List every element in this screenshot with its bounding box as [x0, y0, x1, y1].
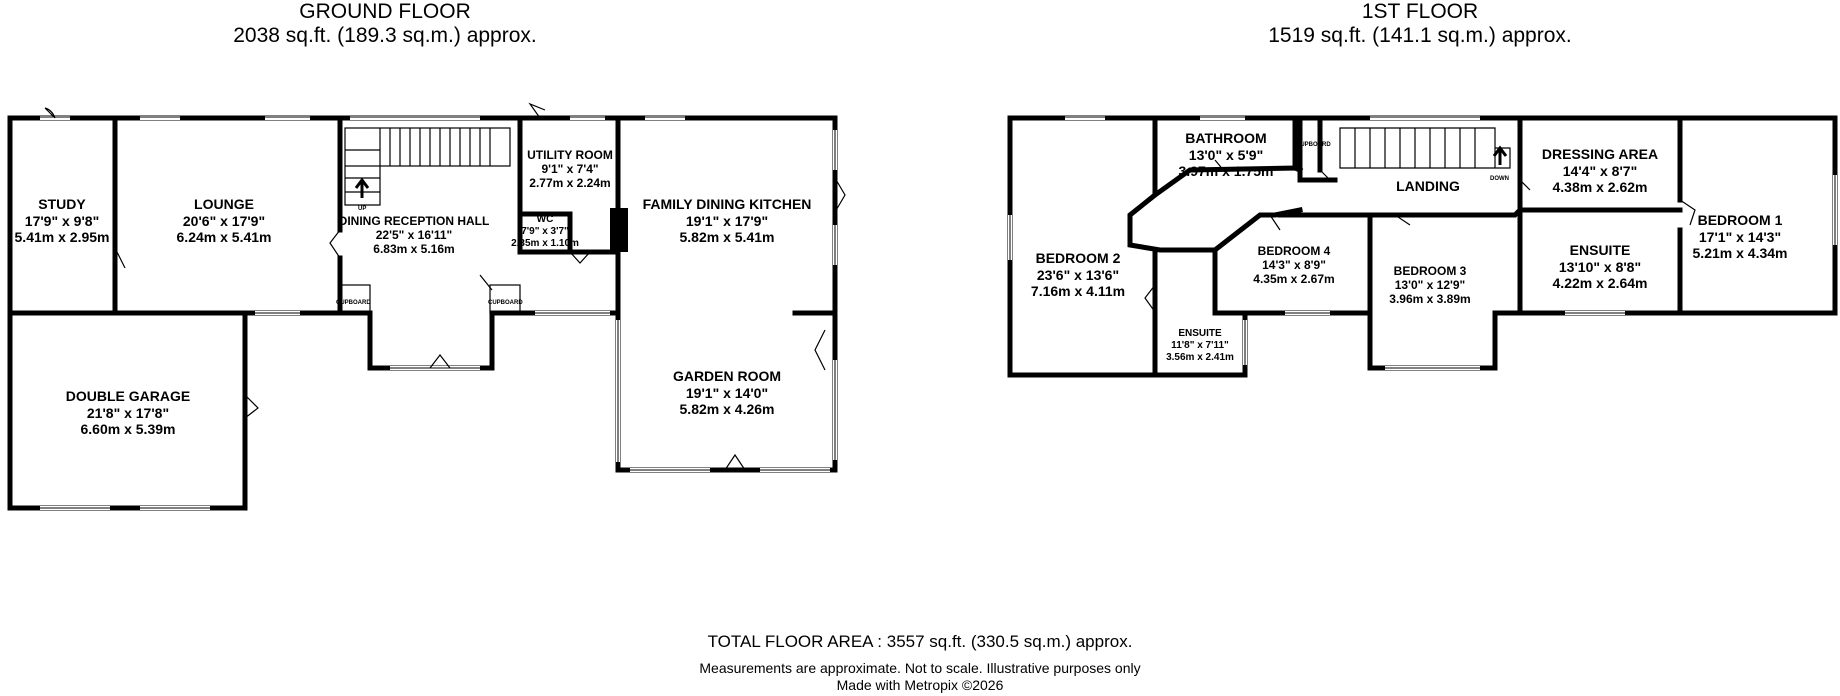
room-imperial: 17'9" x 9'8"	[24, 212, 100, 229]
room-imperial: 13'10" x 8'8"	[1558, 258, 1642, 275]
tag-down: DOWN	[1490, 176, 1509, 182]
room-name: BATHROOM	[1185, 130, 1267, 146]
room-imperial: 19'1" x 17'9"	[685, 212, 769, 229]
first-outer-walls	[1007, 115, 1838, 378]
room-imperial: 14'4" x 8'7"	[1562, 162, 1638, 179]
cupboard-left	[339, 284, 371, 314]
room-bedroom2: BEDROOM 2 23'6" x 13'6" 7.16m x 4.11m	[1031, 250, 1125, 300]
room-metric: 5.82m x 4.26m	[679, 401, 775, 418]
room-metric: 3.56m x 2.41m	[1166, 351, 1234, 363]
footer-notes: Measurements are approximate. Not to sca…	[0, 660, 1840, 694]
room-imperial: 21'8" x 17'8"	[86, 404, 170, 421]
tag-cupboard-right: CUPBOARD	[488, 300, 523, 306]
room-metric: 3.97m x 1.75m	[1178, 163, 1274, 180]
ground-floor-plan	[7, 102, 846, 511]
room-lounge: LOUNGE 20'6" x 17'9" 6.24m x 5.41m	[177, 196, 272, 246]
first-doors	[1144, 159, 1696, 313]
room-metric: 6.60m x 5.39m	[80, 421, 176, 438]
room-study: STUDY 17'9" x 9'8" 5.41m x 2.95m	[15, 196, 110, 246]
room-name: WC	[536, 214, 554, 225]
room-bedroom3: BEDROOM 3 13'0" x 12'9" 3.96m x 3.89m	[1389, 264, 1470, 306]
room-name: GARDEN ROOM	[672, 368, 782, 384]
room-bathroom: BATHROOM 13'0" x 5'9" 3.97m x 1.75m	[1179, 130, 1274, 180]
room-imperial: 13'0" x 5'9"	[1188, 146, 1264, 163]
room-name: ENSUITE	[1569, 242, 1631, 258]
measurement-note: Measurements are approximate. Not to sca…	[699, 660, 1141, 676]
room-imperial: 19'1" x 14'0"	[685, 384, 769, 401]
first-interior-walls	[1127, 115, 1683, 378]
total-floor-area: TOTAL FLOOR AREA : 3557 sq.ft. (330.5 sq…	[707, 632, 1133, 651]
room-name: DINING RECEPTION HALL	[338, 214, 490, 228]
ground-floor-area: 2038 sq.ft. (189.3 sq.m.) approx.	[233, 24, 537, 47]
room-metric: 4.38m x 2.62m	[1552, 179, 1648, 196]
footer: TOTAL FLOOR AREA : 3557 sq.ft. (330.5 sq…	[0, 632, 1840, 658]
room-imperial: 23'6" x 13'6"	[1036, 266, 1120, 283]
room-ensuite-2: ENSUITE 11'8" x 7'11" 3.56m x 2.41m	[1166, 328, 1234, 363]
tag-cupboard: CUPBOARD	[1296, 142, 1331, 148]
room-name: DOUBLE GARAGE	[65, 388, 191, 404]
room-metric: 5.21m x 4.34m	[1692, 245, 1788, 262]
room-imperial: 17'1" x 14'3"	[1698, 228, 1782, 245]
made-with-note: Made with Metropix ©2026	[836, 677, 1004, 693]
first-floor-header: 1ST FLOOR 1519 sq.ft. (141.1 sq.m.) appr…	[1210, 0, 1630, 48]
room-name: BEDROOM 1	[1697, 212, 1783, 228]
first-staircase	[1339, 127, 1511, 169]
room-imperial: 22'5" x 16'11"	[375, 228, 453, 243]
room-name: FAMILY DINING KITCHEN	[642, 196, 812, 212]
room-imperial: 14'3" x 8'9"	[1262, 258, 1326, 273]
ground-floor-header: GROUND FLOOR 2038 sq.ft. (189.3 sq.m.) a…	[190, 0, 580, 48]
first-floor-plan	[1007, 115, 1838, 378]
room-garden: GARDEN ROOM 19'1" x 14'0" 5.82m x 4.26m	[673, 368, 781, 418]
room-name: LANDING	[1396, 178, 1460, 194]
first-floor-area: 1519 sq.ft. (141.1 sq.m.) approx.	[1268, 24, 1572, 47]
tag-up: UP	[358, 206, 367, 212]
room-metric: 4.22m x 2.64m	[1552, 275, 1648, 292]
room-metric: 2.35m x 1.10m	[511, 237, 579, 249]
room-name: ENSUITE	[1178, 328, 1222, 339]
first-floor-title: 1ST FLOOR	[1361, 0, 1479, 23]
room-metric: 2.77m x 2.24m	[529, 176, 611, 191]
room-ensuite-1: ENSUITE 13'10" x 8'8" 4.22m x 2.64m	[1553, 242, 1648, 292]
cupboard-right	[489, 284, 521, 314]
room-bedroom1: BEDROOM 1 17'1" x 14'3" 5.21m x 4.34m	[1693, 212, 1788, 262]
ground-staircase	[344, 127, 511, 206]
room-metric: 5.41m x 2.95m	[14, 229, 110, 246]
room-wc: WC 7'9" x 3'7" 2.35m x 1.10m	[511, 214, 579, 249]
room-name: UTILITY ROOM	[527, 148, 613, 162]
room-garage: DOUBLE GARAGE 21'8" x 17'8" 6.60m x 5.39…	[66, 388, 190, 438]
room-name: BEDROOM 4	[1257, 244, 1331, 258]
room-landing: LANDING	[1396, 178, 1460, 195]
chimney-block	[610, 208, 628, 252]
room-utility: UTILITY ROOM 9'1" x 7'4" 2.77m x 2.24m	[527, 148, 613, 190]
room-imperial: 13'0" x 12'9"	[1394, 278, 1466, 293]
room-imperial: 7'9" x 3'7"	[521, 225, 569, 237]
room-name: LOUNGE	[194, 196, 254, 212]
room-metric: 4.35m x 2.67m	[1253, 272, 1335, 287]
room-name: STUDY	[38, 196, 86, 212]
room-kitchen: FAMILY DINING KITCHEN 19'1" x 17'9" 5.82…	[643, 196, 812, 246]
ground-doors	[44, 102, 846, 471]
room-hall: DINING RECEPTION HALL 22'5" x 16'11" 6.8…	[339, 214, 490, 256]
room-imperial: 9'1" x 7'4"	[541, 162, 599, 177]
room-metric: 5.82m x 5.41m	[679, 229, 775, 246]
tag-cupboard-left: CUPBOARD	[336, 300, 371, 306]
room-name: BEDROOM 3	[1393, 264, 1467, 278]
room-bedroom4: BEDROOM 4 14'3" x 8'9" 4.35m x 2.67m	[1253, 244, 1334, 286]
room-dressing: DRESSING AREA 14'4" x 8'7" 4.38m x 2.62m	[1542, 146, 1658, 196]
room-imperial: 11'8" x 7'11"	[1171, 339, 1229, 351]
room-imperial: 20'6" x 17'9"	[182, 212, 266, 229]
room-metric: 6.83m x 5.16m	[373, 242, 455, 257]
room-name: DRESSING AREA	[1541, 146, 1659, 162]
room-metric: 6.24m x 5.41m	[176, 229, 272, 246]
room-metric: 3.96m x 3.89m	[1389, 292, 1471, 307]
room-metric: 7.16m x 4.11m	[1030, 283, 1126, 300]
ground-floor-title: GROUND FLOOR	[299, 0, 471, 23]
room-name: BEDROOM 2	[1035, 250, 1121, 266]
